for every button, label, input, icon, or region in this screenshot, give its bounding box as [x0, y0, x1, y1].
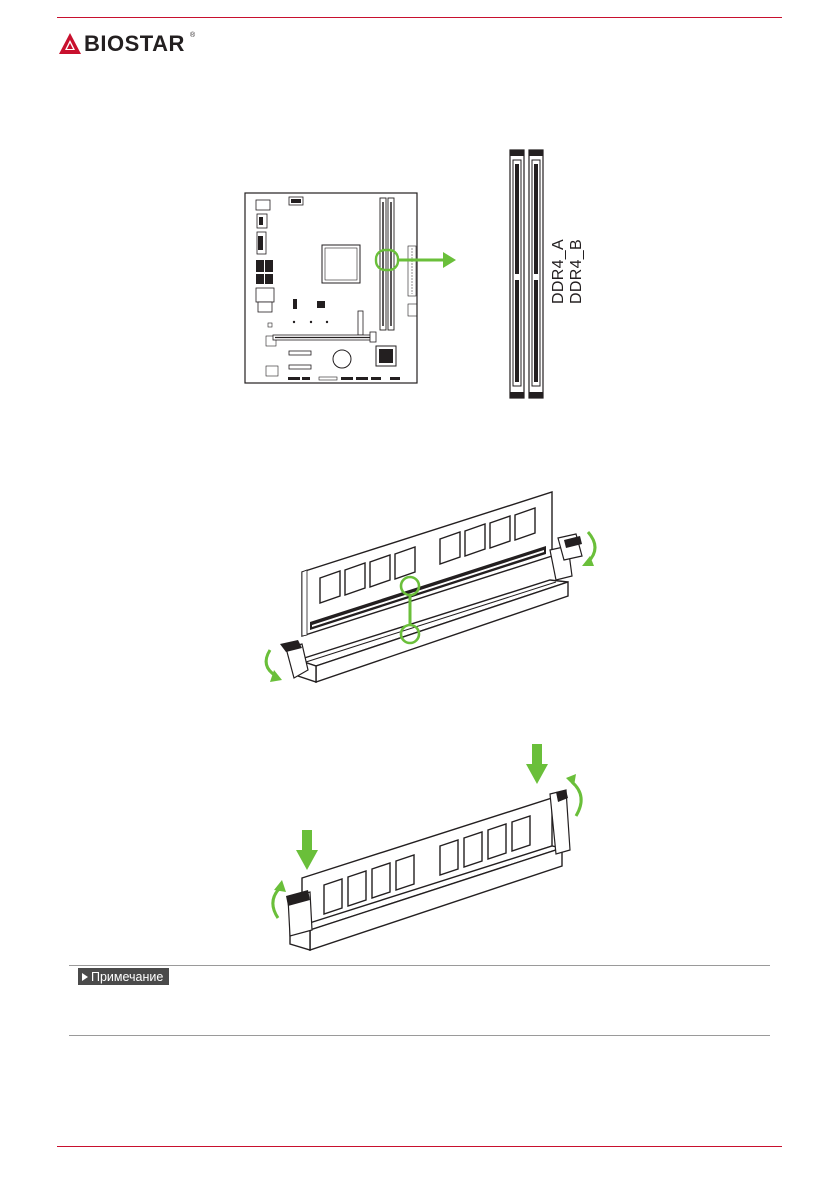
dimm-slots-diagram [508, 146, 548, 402]
memory-locked-diagram [260, 740, 600, 960]
brand-name: BIOSTAR [84, 31, 185, 57]
note-top-rule [69, 965, 770, 966]
note-label: Примечание [91, 970, 163, 984]
dimm-slot-b [529, 150, 543, 398]
logo-mark-icon [58, 32, 82, 56]
note-badge: Примечание [78, 968, 169, 985]
note-arrow-icon [82, 973, 88, 981]
dimm-a-label: DDR4_A [550, 239, 568, 304]
note-bottom-rule [69, 1035, 770, 1036]
motherboard-diagram [244, 188, 466, 388]
registered-mark: ® [190, 32, 195, 39]
header-rule [57, 17, 782, 18]
dimm-b-label: DDR4_B [568, 239, 586, 304]
brand-logo: BIOSTAR ® [58, 30, 198, 60]
memory-insertion-diagram [250, 470, 610, 700]
footer-rule [57, 1146, 782, 1147]
dimm-slot-a [510, 150, 524, 398]
